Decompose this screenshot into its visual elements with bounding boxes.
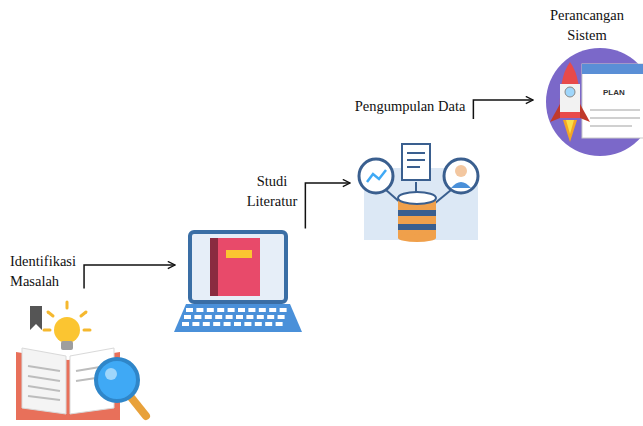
key — [267, 315, 274, 319]
key — [203, 322, 210, 326]
flow-arrow — [473, 100, 533, 119]
key — [280, 308, 287, 312]
step-label: Identifikasi Masalah — [10, 252, 102, 291]
key — [234, 322, 241, 326]
literature-icon — [174, 232, 302, 332]
key — [259, 308, 266, 312]
key — [248, 308, 255, 312]
key — [278, 315, 285, 319]
process-step: Perancangan Sistem — [533, 6, 643, 156]
key — [217, 308, 224, 312]
key — [228, 308, 235, 312]
design-icon — [546, 48, 643, 156]
step-label: Perancangan Sistem — [535, 6, 639, 45]
key — [226, 315, 233, 319]
process-step: Studi Literatur — [175, 172, 301, 332]
problem-icon — [16, 302, 146, 420]
flow-arrow — [84, 265, 175, 289]
process-step: Pengumpulan Data — [350, 97, 480, 242]
key — [224, 322, 231, 326]
key — [182, 322, 189, 326]
key — [238, 308, 245, 312]
step-label: Pengumpulan Data — [352, 97, 468, 117]
flow-arrow — [305, 183, 350, 229]
key — [255, 322, 262, 326]
key — [186, 308, 193, 312]
key — [246, 315, 253, 319]
key — [192, 322, 199, 326]
key — [269, 308, 276, 312]
key — [215, 315, 222, 319]
key — [257, 315, 264, 319]
process-step: Identifikasi Masalah — [8, 252, 153, 422]
key — [276, 322, 283, 326]
key — [265, 322, 272, 326]
key — [236, 315, 243, 319]
step-label: Studi Literatur — [241, 172, 303, 211]
key — [207, 308, 214, 312]
key — [205, 315, 212, 319]
icon-text: PLAN — [603, 88, 625, 97]
key — [194, 315, 201, 319]
key — [184, 315, 191, 319]
data-icon — [359, 144, 478, 242]
key — [196, 308, 203, 312]
key — [213, 322, 220, 326]
key — [244, 322, 251, 326]
